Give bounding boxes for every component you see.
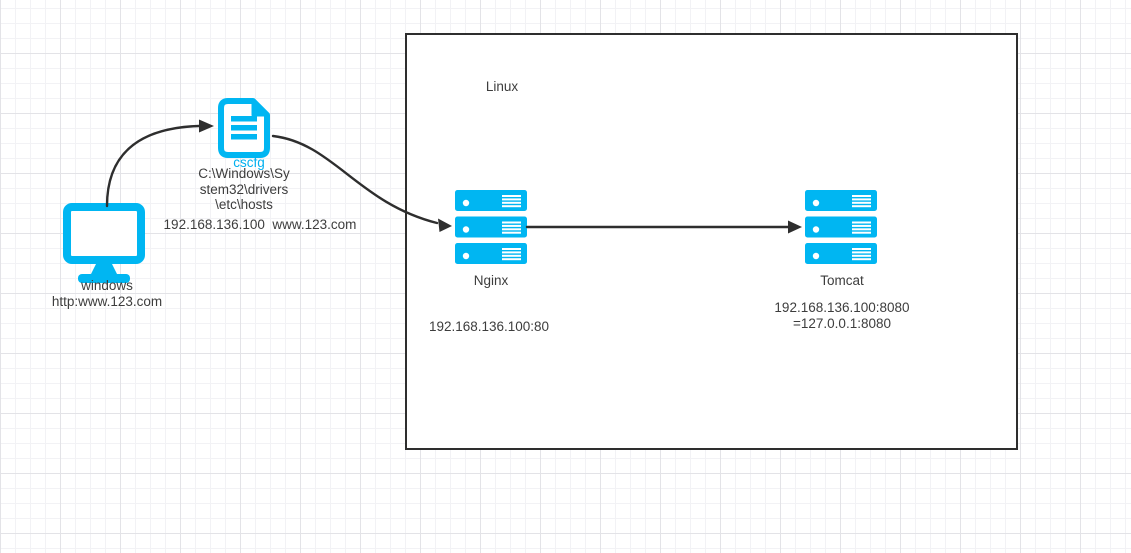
document-file-icon bbox=[216, 97, 272, 159]
tomcat-label: Tomcat bbox=[820, 273, 864, 288]
hosts-file-path-line3: \etc\hosts bbox=[215, 197, 273, 212]
windows-client-url: http:www.123.com bbox=[51, 294, 163, 309]
windows-client-caption: windows http:www.123.com bbox=[27, 278, 187, 310]
tomcat-address-line2: =127.0.0.1:8080 bbox=[793, 316, 891, 331]
tomcat-address-line1: 192.168.136.100:8080 bbox=[774, 300, 910, 315]
hosts-file-path: C:\Windows\Sy stem32\drivers \etc\hosts bbox=[179, 166, 309, 213]
windows-client-label: windows bbox=[81, 278, 133, 293]
hosts-file-mapping: 192.168.136.100 www.123.com bbox=[163, 217, 357, 232]
tomcat-address: 192.168.136.100:8080 =127.0.0.1:8080 bbox=[762, 300, 922, 332]
monitor-icon bbox=[63, 203, 145, 285]
hosts-file-path-line1: C:\Windows\Sy bbox=[198, 166, 290, 181]
nginx-label: Nginx bbox=[473, 273, 509, 288]
tomcat-node[interactable] bbox=[805, 190, 877, 264]
windows-client-node[interactable] bbox=[63, 203, 145, 285]
nginx-address: 192.168.136.100:80 bbox=[428, 319, 550, 334]
linux-container-box[interactable] bbox=[405, 33, 1018, 450]
hosts-file-path-line2: stem32\drivers bbox=[199, 181, 289, 197]
server-stack-icon bbox=[805, 190, 877, 264]
hosts-file-label: cscfg bbox=[233, 155, 265, 170]
server-stack-icon bbox=[455, 190, 527, 264]
linux-label: Linux bbox=[485, 79, 519, 94]
nginx-node[interactable] bbox=[455, 190, 527, 264]
arrowhead-hostsfile bbox=[199, 119, 214, 133]
hosts-file-node[interactable] bbox=[216, 97, 272, 159]
